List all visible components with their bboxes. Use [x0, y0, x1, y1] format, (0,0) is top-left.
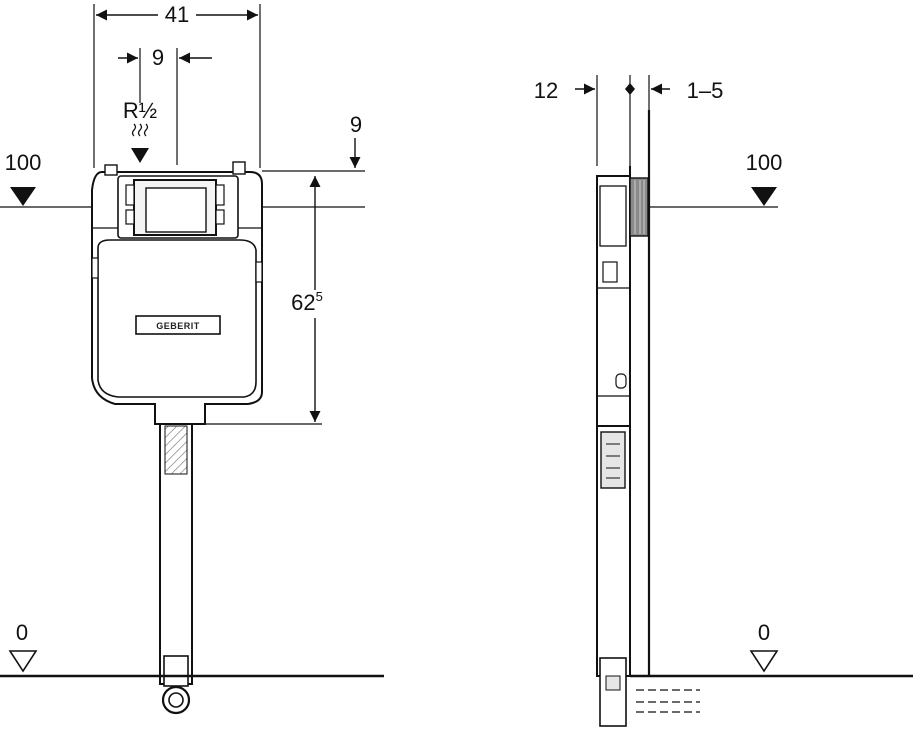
brand-logo: GEBERIT — [135, 315, 221, 335]
inlet-offset-dimension: 9 — [118, 45, 212, 165]
water-wave-icon — [131, 123, 149, 137]
level-left-label: 100 — [5, 150, 42, 175]
depth-dimension: 12 1–5 — [534, 75, 724, 166]
floor-right-label: 0 — [758, 620, 770, 645]
top-offset-label: 9 — [350, 112, 362, 137]
height-dimension: 625 — [205, 176, 323, 425]
adjust-label: 1–5 — [687, 78, 724, 103]
floor-marker-right: 0 — [630, 620, 913, 678]
cistern-front: GEBERIT — [91, 161, 263, 425]
front-view: 41 9 R½ 9 100 — [0, 2, 384, 715]
side-view: 12 1–5 100 — [534, 75, 913, 727]
flush-pipe-front — [159, 423, 193, 715]
level-marker-left: 100 — [0, 150, 365, 208]
outlet-dash-lines — [636, 689, 700, 713]
floor-marker-left: 0 — [0, 620, 384, 678]
width-label: 41 — [165, 2, 189, 27]
depth-label: 12 — [534, 78, 558, 103]
level-right-label: 100 — [746, 150, 783, 175]
cistern-side — [596, 110, 651, 727]
width-dimension: 41 — [93, 2, 261, 168]
inlet-offset-label: 9 — [152, 45, 164, 70]
height-label: 625 — [291, 289, 323, 315]
water-inlet-marker: R½ — [123, 98, 157, 163]
level-marker-right: 100 — [650, 150, 783, 208]
inlet-thread-label: R½ — [123, 98, 157, 123]
floor-left-label: 0 — [16, 620, 28, 645]
top-offset-dimension: 9 — [262, 112, 365, 172]
svg-text:GEBERIT: GEBERIT — [156, 321, 200, 331]
